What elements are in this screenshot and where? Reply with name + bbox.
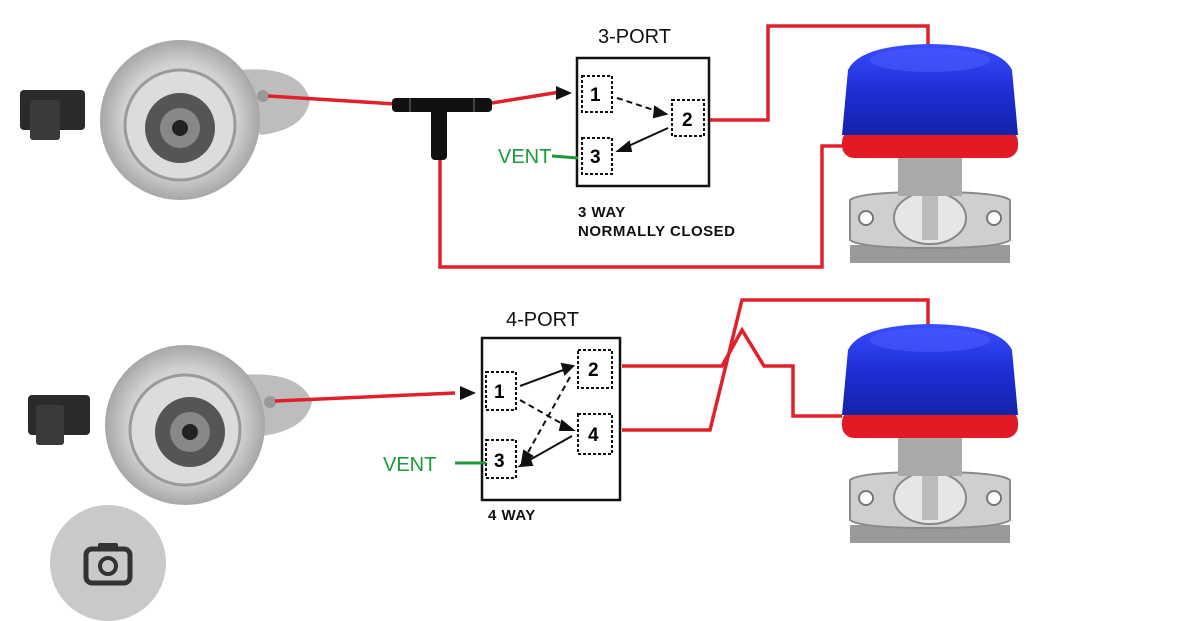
port-1-box: 1: [581, 75, 613, 113]
port-3-label-bottom: 3: [494, 451, 505, 472]
vent-label-top: VENT: [498, 146, 551, 168]
camera-lens-button[interactable]: [50, 505, 166, 621]
arrow-into-port-1: [556, 86, 572, 100]
turbocharger-icon-bottom: [28, 345, 312, 505]
port-2-label-bottom: 2: [588, 360, 599, 381]
four-way-label: 4 WAY: [488, 507, 536, 524]
flow-arrows-top: [615, 97, 669, 152]
arrow-into-port-1-bottom: [460, 386, 476, 400]
vent-line-top: [551, 154, 579, 160]
port-3-box: 3: [581, 137, 613, 175]
wastegate-icon-bottom: [842, 324, 1018, 543]
port-3-label: 3: [590, 147, 601, 168]
tee-fitting: [392, 98, 492, 160]
wastegate-icon: [842, 44, 1018, 263]
port-1-label-bottom: 1: [494, 382, 505, 403]
pressure-lines-bottom: [274, 298, 930, 432]
flow-arrows-bottom: [517, 362, 576, 468]
normally-closed-label: NORMALLY CLOSED: [578, 223, 736, 240]
port-3-box-bottom: 3: [485, 439, 517, 479]
wastegate-solenoid-diagram: 3-PORT 1 2 3 VENT 3 WAY NORMALLY CLOSED: [20, 24, 1018, 543]
four-port-title: 4-PORT: [506, 309, 579, 331]
port-1-label: 1: [590, 85, 601, 106]
vent-label-bottom: VENT: [383, 454, 436, 476]
port-4-label-bottom: 4: [588, 425, 599, 446]
three-port-title: 3-PORT: [598, 26, 671, 48]
bottom-diagram: 4-PORT 1 2 3 4 VENT 4 WA: [28, 298, 1018, 543]
port-2-box: 2: [671, 99, 705, 137]
pressure-lines-top: [267, 24, 930, 269]
camera-lens-icon: [83, 543, 133, 586]
three-way-label: 3 WAY: [578, 204, 626, 221]
port-2-label: 2: [682, 110, 693, 131]
turbocharger-icon: [20, 40, 310, 200]
port-2-box-bottom: 2: [577, 349, 613, 389]
port-1-box-bottom: 1: [485, 371, 517, 411]
top-diagram: 3-PORT 1 2 3 VENT 3 WAY NORMALLY CLOSED: [20, 24, 1018, 269]
port-4-box-bottom: 4: [577, 413, 613, 455]
